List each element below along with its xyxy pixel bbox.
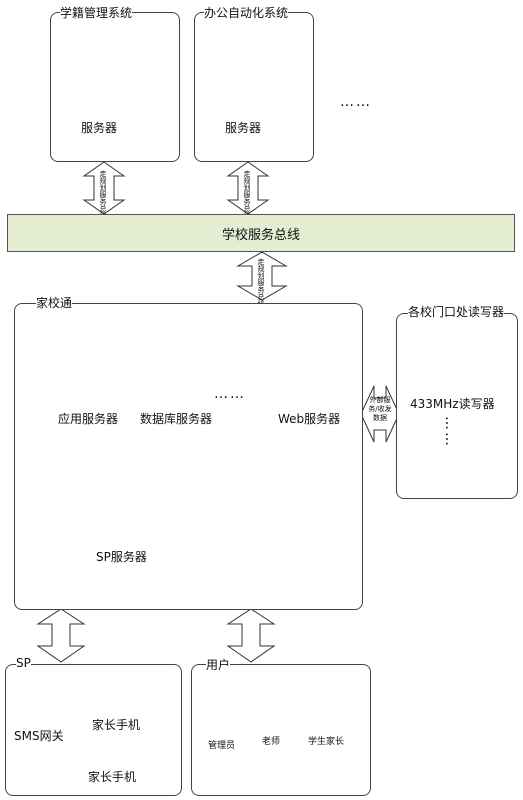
system-box-office-automation — [194, 12, 314, 162]
school-service-bus — [7, 214, 515, 252]
exchange-arrow-label: 外部服务/收发数据 — [368, 396, 392, 422]
bus-arrow-label: 走规划服务总线 — [243, 170, 251, 219]
user-label-parent: 学生家长 — [308, 737, 345, 747]
reader-ellipsis: …… — [442, 416, 458, 448]
double-arrow-to-sp — [36, 608, 86, 663]
bus-arrow-label: 走规划服务总线 — [257, 258, 265, 307]
double-arrow-to-users — [226, 608, 276, 663]
double-arrow-bus-down — [236, 251, 288, 301]
sp-server-label: SP服务器 — [96, 550, 147, 564]
server-label: 服务器 — [81, 121, 118, 135]
parent-phone-label: 家长手机 — [92, 718, 141, 732]
user-label-admin: 管理员 — [208, 741, 236, 751]
readers-title: 各校门口处读写器 — [408, 303, 505, 320]
users-title: 用户 — [206, 656, 231, 673]
readers-box — [396, 313, 518, 499]
reader-device-label: 433MHz读写器 — [410, 397, 495, 411]
database-server-label: 数据库服务器 — [140, 412, 213, 426]
server-ellipsis: …… — [214, 386, 246, 402]
system-box-student-records — [50, 12, 180, 162]
user-label-teacher: 老师 — [262, 737, 281, 747]
sp-box — [5, 664, 182, 796]
bus-arrow-label: 走规划服务总线 — [99, 170, 107, 219]
application-server-label: 应用服务器 — [58, 412, 119, 426]
top-ellipsis: …… — [340, 94, 372, 110]
system-title-student-records: 学籍管理系统 — [60, 4, 133, 21]
jiaxiaotong-title: 家校通 — [36, 294, 73, 311]
system-title-office-automation: 办公自动化系统 — [204, 4, 289, 21]
parent-phone-label: 家长手机 — [88, 770, 137, 784]
sp-title: SP — [16, 656, 31, 670]
server-label: 服务器 — [225, 121, 262, 135]
school-service-bus-label: 学校服务总线 — [222, 228, 301, 243]
jiaxiaotong-box — [14, 303, 363, 610]
users-box — [191, 664, 371, 796]
web-server-label: Web服务器 — [278, 412, 341, 426]
sms-gateway-label: SMS网关 — [14, 729, 64, 743]
